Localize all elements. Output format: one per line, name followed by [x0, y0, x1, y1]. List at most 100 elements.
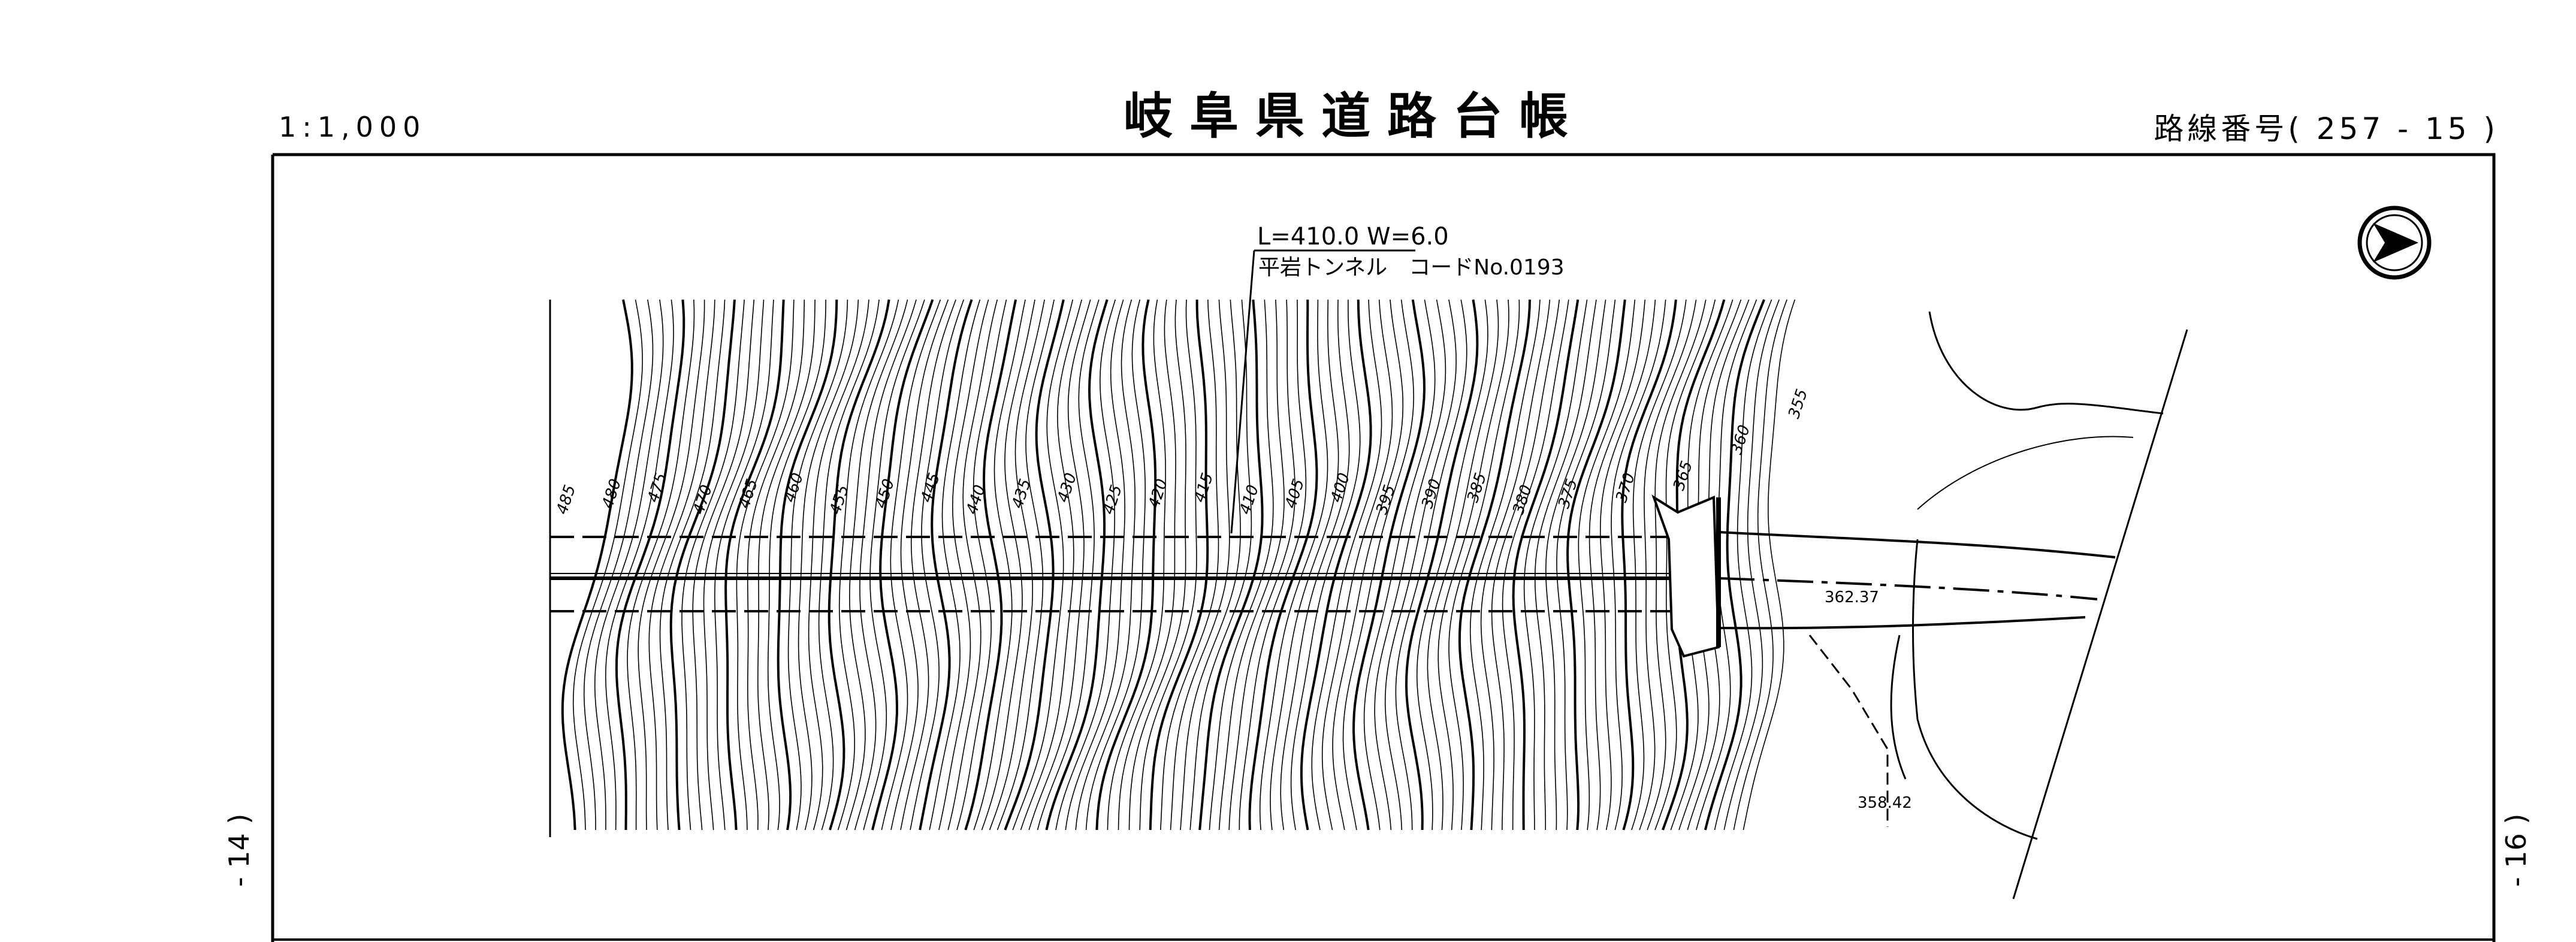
contour-line: [996, 299, 1055, 831]
contour-line: [973, 299, 1026, 831]
contour-line: [747, 299, 805, 831]
contour-line: [1065, 299, 1126, 831]
contour-label: 420: [1145, 477, 1171, 511]
contour-line: [1427, 299, 1499, 831]
tunnel-dimensions: L=410.0 W=6.0: [1257, 223, 1449, 250]
contour-line: [1239, 299, 1307, 831]
contour-line: [648, 299, 715, 831]
contour-label: 410: [1236, 483, 1263, 517]
contour-line: [1395, 299, 1467, 831]
tunnel-alignment: [550, 536, 1678, 612]
contour-label: 455: [826, 483, 853, 517]
contour-line: [1055, 299, 1116, 831]
contour-line: [594, 299, 664, 831]
contour-line: [1270, 299, 1339, 831]
contour-line: [1723, 299, 1780, 831]
contour-line: [1311, 299, 1382, 831]
contour-line: [1416, 299, 1488, 831]
contour-line: [1300, 299, 1372, 831]
contour-line: [1342, 299, 1415, 831]
contour-line: [787, 299, 848, 831]
contour-line: [1160, 299, 1219, 831]
contour-line: [808, 299, 869, 831]
contour-line: [1045, 299, 1109, 831]
contour-label: 415: [1191, 471, 1217, 505]
contour-line: [714, 299, 774, 831]
contour-line: [871, 299, 934, 831]
tunnel-name-code: 平岩トンネル コードNo.0193: [1258, 255, 1565, 280]
contour-line: [627, 299, 695, 830]
contour-line: [1599, 299, 1656, 831]
contour-line: [1198, 299, 1264, 831]
contour-line: [837, 299, 899, 831]
contour-line: [1743, 299, 1796, 831]
contour-line: [919, 299, 973, 831]
contour-label: 470: [690, 483, 716, 517]
contour-label: 445: [917, 471, 944, 505]
contour-label: 465: [735, 477, 762, 511]
contour-label: 425: [1100, 483, 1126, 517]
contour-line: [572, 299, 643, 831]
contour-line: [1458, 299, 1531, 831]
spot-elevation: 358.42: [1858, 794, 1912, 812]
tunnel-portal: [1651, 494, 1721, 658]
contour-line: [1647, 299, 1707, 831]
contour-line: [890, 299, 949, 831]
contour-line: [605, 299, 674, 831]
contour-line: [777, 299, 838, 831]
contour-label: 370: [1612, 471, 1639, 505]
contour-line: [863, 299, 925, 831]
contour-line: [1502, 299, 1569, 831]
contour-line: [1512, 299, 1580, 831]
map-frame: [271, 153, 2496, 942]
contour-line: [1180, 299, 1241, 831]
contour-label: 400: [1327, 471, 1354, 505]
contour-line: [1280, 299, 1350, 831]
contour-line: [638, 300, 705, 831]
contour-line: [1714, 299, 1772, 831]
contour-line: [929, 299, 981, 831]
contour-label: 485: [553, 483, 579, 517]
contour-line: [724, 299, 785, 831]
contour-line: [1107, 299, 1166, 831]
leader-line: [1230, 250, 1255, 534]
contour-line: [1075, 299, 1136, 831]
contour-line: [1085, 299, 1146, 831]
contour-line: [818, 299, 880, 831]
contour-line: [1139, 299, 1197, 831]
contour-line: [910, 299, 965, 831]
contour-label: 475: [644, 471, 671, 505]
contour-line: [1438, 299, 1509, 831]
contour-line: [1228, 299, 1296, 831]
contour-line: [1384, 299, 1457, 831]
contour-label: 385: [1464, 471, 1490, 505]
contour-line: [1149, 299, 1209, 831]
tunnel-annotation: L=410.0 W=6.0 平岩トンネル コードNo.0193: [1230, 223, 1565, 534]
contour-line: [845, 299, 908, 831]
contour-line: [1589, 299, 1646, 831]
portal-elevation: 362.37: [1825, 588, 1879, 606]
contour-line: [1218, 299, 1285, 831]
contour-line: [1128, 299, 1186, 831]
contour-line: [659, 299, 726, 831]
contour-line: [900, 299, 956, 831]
contour-line: [583, 299, 654, 830]
contour-label: 395: [1373, 483, 1399, 517]
contour-line: [1170, 299, 1230, 831]
contour-line: [1448, 299, 1520, 831]
contour-line: [1189, 299, 1252, 831]
right-sheet-ref: - 16 ): [2500, 814, 2532, 887]
contour-line: [938, 299, 989, 831]
contour-line: [767, 299, 826, 831]
contour-line: [561, 299, 633, 831]
contour-line: [1248, 300, 1318, 831]
contour-line: [757, 299, 816, 831]
contour-label: 355: [1785, 387, 1811, 421]
contour-line: [1469, 299, 1541, 831]
contour-line: [828, 299, 890, 831]
contour-line: [981, 299, 1035, 831]
road-east: [1718, 311, 2188, 899]
left-sheet-ref: - 14 ): [223, 814, 255, 887]
